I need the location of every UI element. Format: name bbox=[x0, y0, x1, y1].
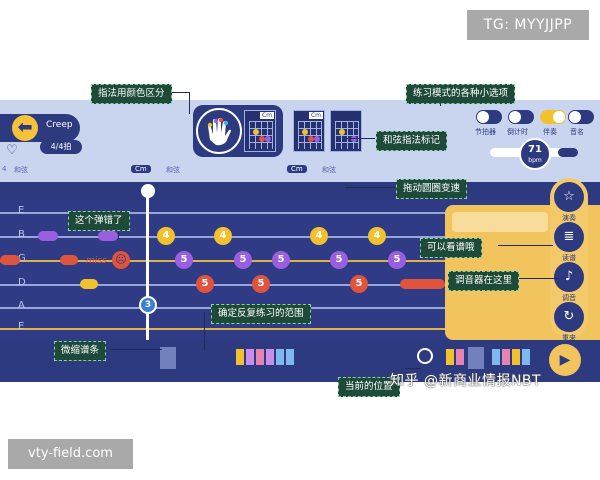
score-line bbox=[452, 212, 548, 232]
back-arrow-icon[interactable]: ⬅ bbox=[12, 115, 38, 141]
accompaniment-toggle[interactable] bbox=[540, 110, 566, 124]
chord-tag: Cm bbox=[131, 165, 151, 173]
note-marker: 5 bbox=[350, 275, 368, 293]
playhead-line[interactable] bbox=[146, 190, 149, 340]
metronome-toggle[interactable] bbox=[476, 110, 502, 124]
annotation-tuner: 调音器在这里 bbox=[448, 271, 520, 291]
lane-label: 4 bbox=[2, 165, 7, 173]
string-label: D bbox=[18, 277, 26, 288]
chord-diagram: Cm bbox=[293, 110, 325, 152]
annotation-wrong-note: 这个弹错了 bbox=[68, 211, 130, 231]
string-label: E bbox=[18, 321, 25, 332]
note-marker: 5 bbox=[272, 251, 290, 269]
string-label: A bbox=[18, 300, 25, 311]
current-fret-marker: 3 bbox=[139, 296, 157, 314]
note-marker: 4 bbox=[214, 227, 232, 245]
position-marker[interactable] bbox=[417, 348, 433, 364]
tuner-icon[interactable]: ♪ bbox=[554, 262, 584, 292]
lane-label: 和弦 bbox=[14, 166, 28, 174]
string-label: E bbox=[18, 205, 25, 216]
note-marker: 5 bbox=[234, 251, 252, 269]
chord-tag: Cm bbox=[287, 165, 307, 173]
note-bar bbox=[400, 279, 445, 289]
countdown-toggle[interactable] bbox=[508, 110, 534, 124]
watermark-top: TG: MYYJJPP bbox=[467, 10, 589, 40]
score-icon[interactable]: ≣ bbox=[554, 222, 584, 252]
heart-icon[interactable]: ♡ bbox=[6, 143, 18, 158]
note-bar bbox=[0, 255, 20, 265]
note-marker: 4 bbox=[310, 227, 328, 245]
lane-label: 和弦 bbox=[166, 166, 180, 174]
note-marker: 4 bbox=[368, 227, 386, 245]
note-name-toggle[interactable] bbox=[568, 110, 594, 124]
restart-icon[interactable]: ↻ bbox=[554, 302, 584, 332]
annotation-finger-color: 指法用颜色区分 bbox=[91, 84, 172, 104]
string-label: G bbox=[18, 253, 26, 264]
string-label: B bbox=[18, 229, 25, 240]
chord-diagram: Cm bbox=[244, 110, 276, 152]
range-handle-left[interactable] bbox=[160, 347, 176, 369]
note-marker: 4 bbox=[157, 227, 175, 245]
note-bar bbox=[98, 231, 118, 241]
song-title: Creep bbox=[46, 120, 73, 130]
note-marker: 5 bbox=[196, 275, 214, 293]
annotation-mini-bar: 微缩谱条 bbox=[54, 341, 107, 361]
bpm-knob[interactable]: 71 bpm bbox=[519, 138, 551, 170]
note-bar bbox=[38, 231, 58, 241]
chord-diagram bbox=[330, 110, 362, 152]
annotation-view-score: 可以看谱哦 bbox=[420, 238, 482, 258]
note-bar bbox=[60, 255, 78, 265]
range-handle-right[interactable] bbox=[468, 347, 484, 369]
sad-face-icon: ☹ bbox=[112, 251, 130, 269]
watermark-zhihu: 知乎 @新商业情报NBT bbox=[390, 373, 542, 389]
hand-icon bbox=[196, 108, 242, 154]
note-marker: 5 bbox=[175, 251, 193, 269]
lane-label: 和弦 bbox=[322, 166, 336, 174]
time-signature-badge: 4/4拍 bbox=[40, 140, 82, 154]
note-bar bbox=[80, 279, 98, 289]
annotation-practice-options: 练习模式的各种小选项 bbox=[406, 84, 516, 104]
annotation-drag-speed: 拖动圆圈变速 bbox=[396, 179, 468, 199]
watermark-bottom: vty-field.com bbox=[8, 439, 133, 469]
bpm-slider-fill bbox=[558, 148, 578, 157]
annotation-chord-marks: 和弦指法标记 bbox=[376, 131, 448, 151]
annotation-repeat-range: 确定反复练习的范围 bbox=[211, 304, 311, 324]
play-icon[interactable]: ▶ bbox=[549, 344, 581, 376]
miss-label: miss bbox=[86, 256, 107, 266]
note-marker: 5 bbox=[252, 275, 270, 293]
note-marker: 5 bbox=[388, 251, 406, 269]
star-icon[interactable]: ☆ bbox=[554, 182, 584, 212]
note-marker: 5 bbox=[330, 251, 348, 269]
playhead-knob[interactable] bbox=[141, 184, 155, 198]
annotation-current-position: 当前的位置 bbox=[338, 377, 400, 397]
